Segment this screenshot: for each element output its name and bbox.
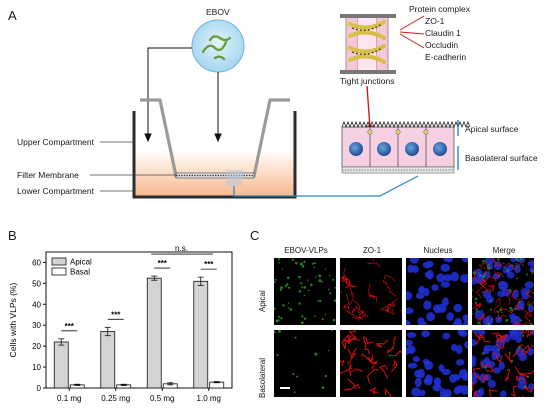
protein-claudin1: Claudin 1: [425, 28, 461, 38]
basolateral-surface-label: Basolateral surface: [465, 153, 538, 163]
y-tick-label: 20: [32, 342, 41, 351]
legend-swatch-basal: [51, 267, 67, 276]
column-title-zo1: ZO-1: [362, 246, 382, 255]
micrograph-apical-nucleus: [406, 258, 468, 325]
significance-label: ***: [204, 260, 214, 269]
epithelial-layer: [341, 120, 471, 174]
significance-label: ***: [158, 259, 168, 268]
ebov-label: EBOV: [206, 7, 230, 17]
zoom-connector: [233, 175, 419, 197]
protein-ecadherin: E-cadherin: [425, 52, 467, 62]
micrograph-basolateral-ebov-vlps: [274, 330, 336, 397]
transwell-schematic: [90, 14, 471, 199]
y-tick-label: 50: [32, 279, 41, 288]
tight-junctions-label: Tight junctions: [340, 76, 395, 86]
highlight-box: [226, 170, 242, 186]
panel-letter-a: A: [8, 8, 17, 23]
bar-apical: [100, 331, 116, 389]
x-tick-label: 0.25 mg: [101, 394, 130, 403]
compartment-leaders: [90, 141, 176, 192]
x-tick-label: 0.1 mg: [57, 394, 81, 403]
y-tick-label: 30: [32, 321, 41, 330]
apical-surface-label: Apical surface: [465, 124, 519, 134]
micrograph-basolateral-merge: [472, 330, 534, 397]
significance-label: ***: [111, 310, 121, 319]
micrograph-apical-zo1: [340, 258, 402, 325]
lower-compartment-label: Lower Compartment: [17, 186, 95, 196]
bar-apical: [53, 341, 69, 389]
ebov-bubble: [191, 19, 245, 73]
legend-swatch-apical: [51, 257, 67, 266]
row-label-basolateral: Basolateral: [258, 357, 267, 398]
micrograph-basolateral-nucleus: [406, 330, 468, 397]
panel-letter-c: C: [250, 228, 260, 243]
scale-bar: [280, 387, 290, 389]
row-label-apical: Apical: [258, 290, 267, 312]
significance-label: ***: [65, 322, 75, 331]
y-tick-label: 10: [32, 363, 41, 372]
y-tick-label: 40: [32, 300, 41, 309]
bar-apical: [193, 280, 209, 389]
comparison-label: n.s.: [175, 244, 188, 253]
filter-membrane-label: Filter Membrane: [17, 170, 79, 180]
protein-complex-title: Protein complex: [409, 4, 470, 14]
protein-occludin: Occludin: [425, 40, 459, 50]
column-title-merge: Merge: [492, 246, 516, 255]
y-tick-label: 60: [32, 258, 41, 267]
well-walls: [132, 111, 297, 199]
column-title-ebov-vlps: EBOV-VLPs: [284, 246, 328, 255]
junction-pointer: [366, 85, 371, 129]
legend-label-apical: Apical: [70, 258, 92, 267]
micrograph-basolateral-zo1: [340, 330, 402, 397]
legend-label-basal: Basal: [70, 268, 90, 277]
protein-zo1: ZO-1: [425, 16, 445, 26]
x-tick-label: 0.5 mg: [150, 394, 174, 403]
upper-compartment-label: Upper Compartment: [17, 137, 95, 147]
protein-complex-pointers: [399, 15, 425, 49]
y-axis-label: Cells with VLPs (%): [8, 283, 18, 358]
tight-junction-illustration: [340, 14, 396, 74]
micrograph-apical-ebov-vlps: [274, 258, 336, 325]
plot-frame: [45, 251, 233, 389]
ebov-virus-icon: [201, 35, 232, 61]
infection-arrows: [144, 47, 222, 143]
microscopy-grid: [274, 258, 534, 397]
column-title-nucleus: Nucleus: [423, 246, 453, 255]
panel-letter-b: B: [8, 228, 17, 243]
x-tick-label: 1.0 mg: [197, 394, 221, 403]
bar-apical: [146, 277, 162, 389]
micrograph-apical-merge: [472, 258, 534, 325]
y-tick-label: 0: [37, 384, 42, 393]
